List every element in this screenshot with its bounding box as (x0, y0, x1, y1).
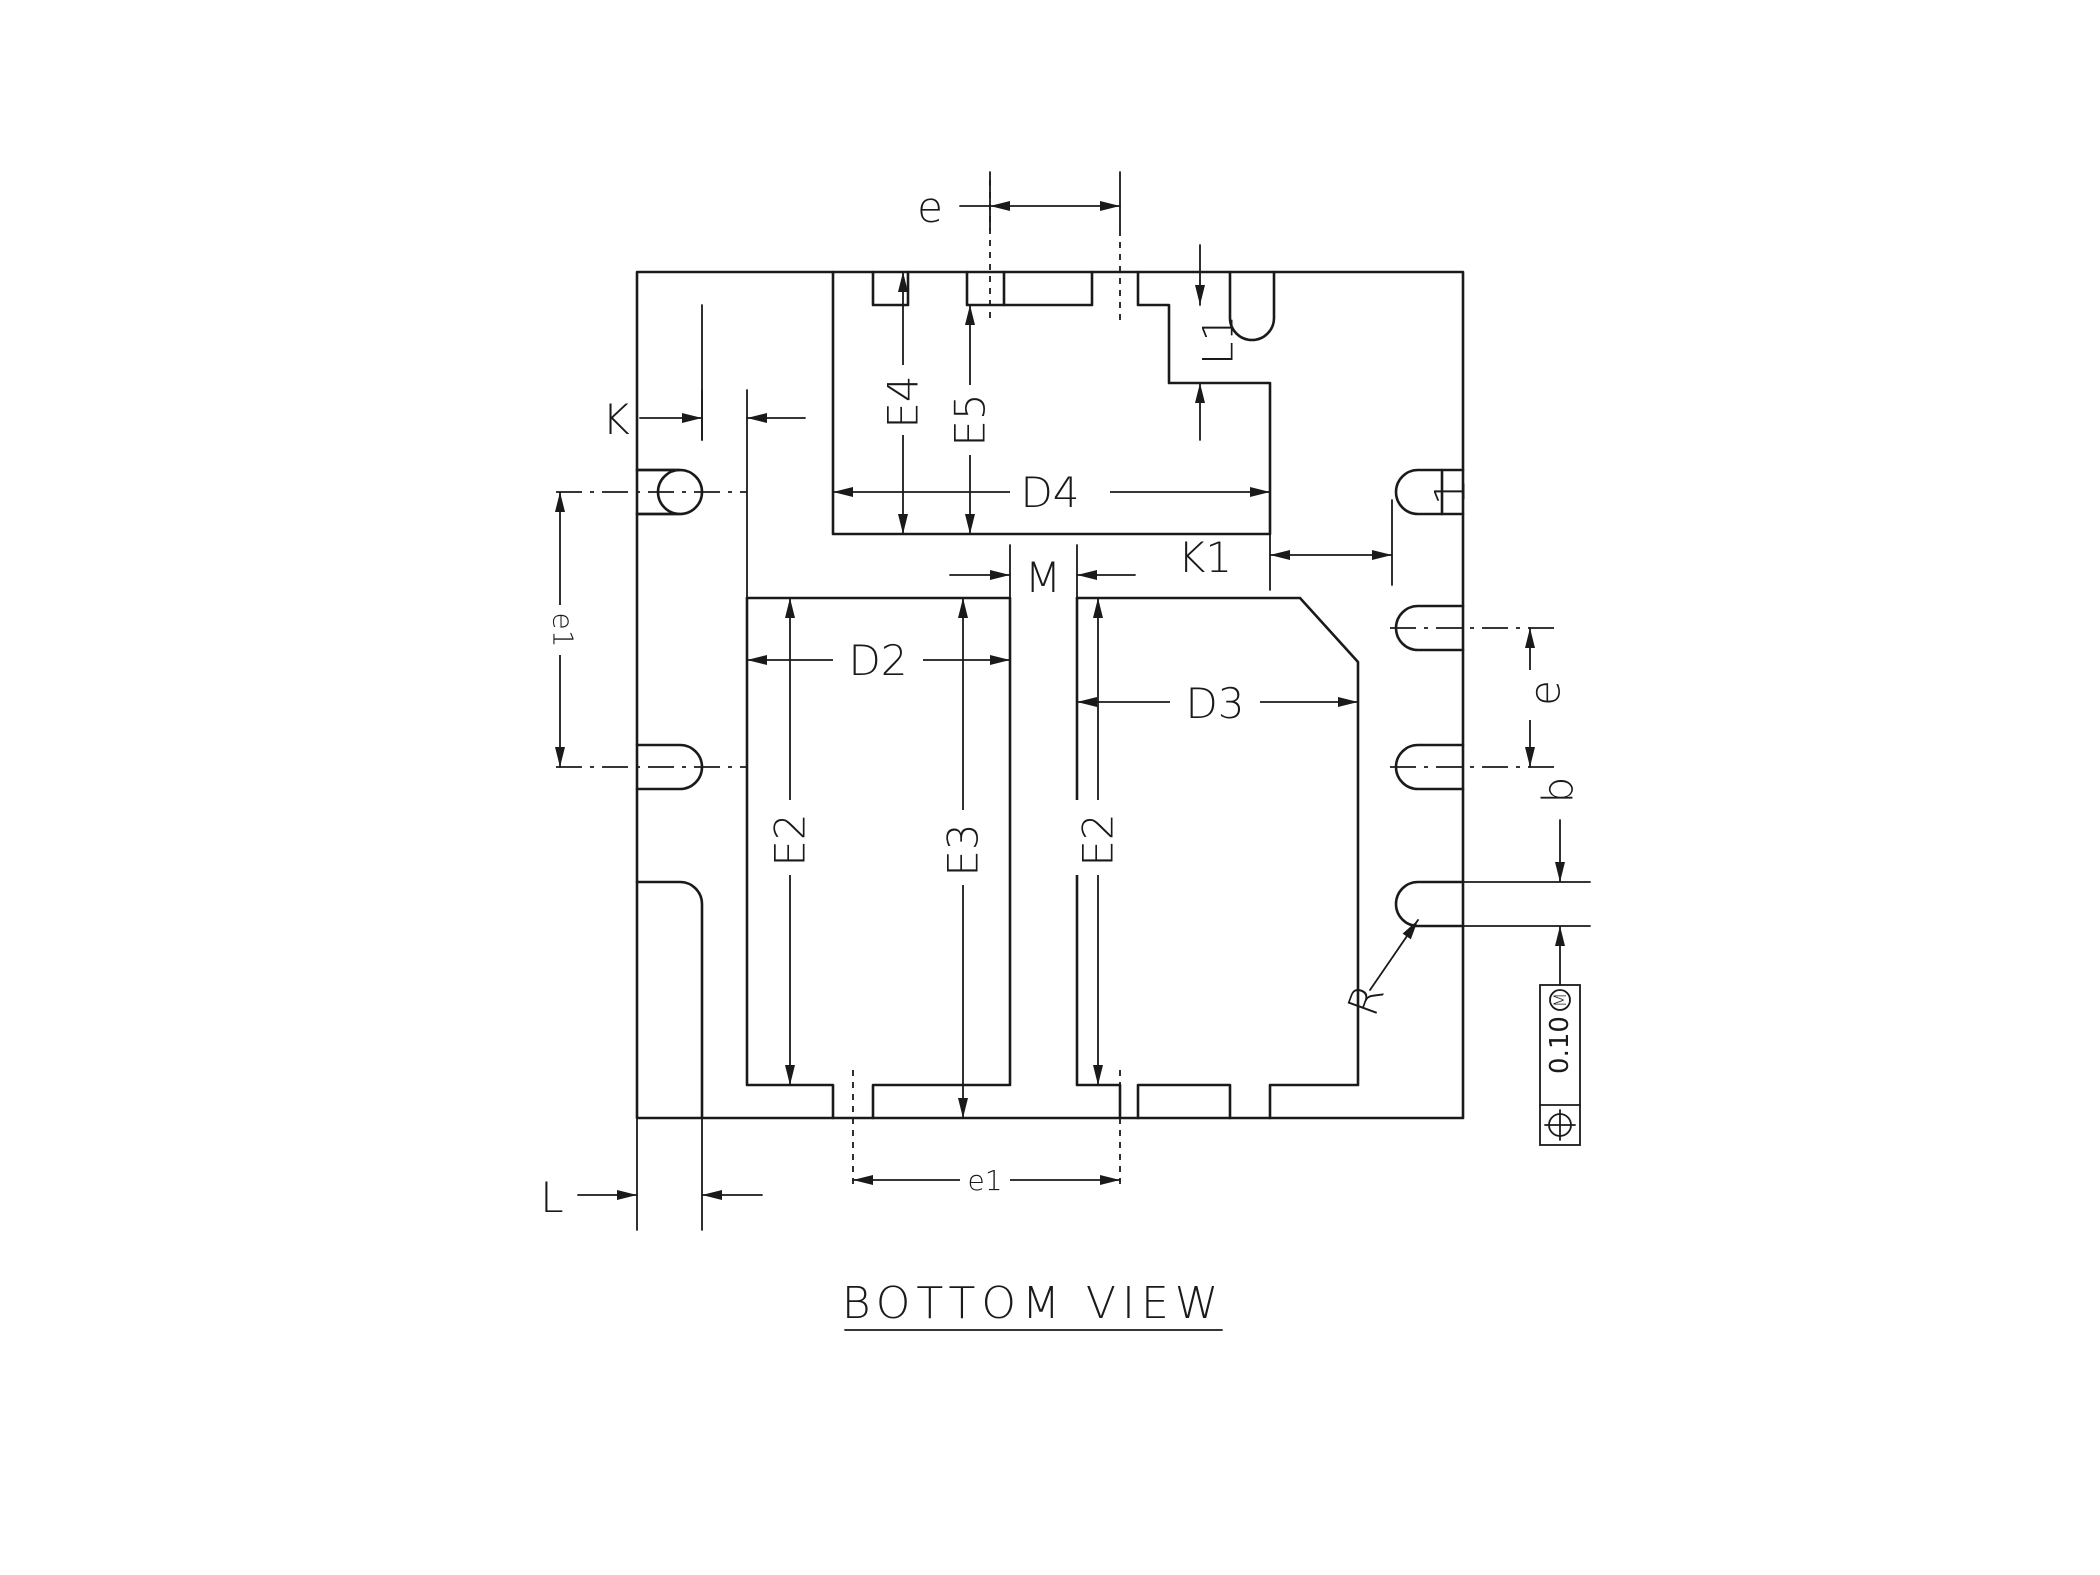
dim-e1-bottom: e1 (852, 1162, 1121, 1197)
top-right-slot (1228, 270, 1276, 342)
dim-e-top: e (917, 171, 1121, 232)
dim-r: R (1338, 919, 1419, 1022)
label-e4: E4 (879, 375, 928, 428)
dim-e5: E5 (946, 304, 995, 535)
dim-e2-right: E2 (1074, 597, 1123, 1086)
modifier-m-icon (1549, 989, 1571, 1011)
drawing-title: BOTTOM VIEW (842, 1278, 1225, 1329)
label-e5: E5 (946, 393, 995, 446)
label-e3: E3 (939, 823, 988, 876)
label-e-right: e (1521, 680, 1570, 706)
label-l: L (540, 1173, 563, 1222)
tolerance-modifier: M (1550, 993, 1570, 1008)
dim-e-right: e (1512, 627, 1570, 768)
dim-l: L (540, 1117, 763, 1231)
dim-b: b (1462, 777, 1591, 986)
label-d4: D4 (1020, 468, 1079, 517)
dim-e2-left: E2 (766, 597, 815, 1086)
dim-m: M (949, 544, 1136, 602)
dim-e4: E4 (879, 271, 928, 535)
title-group: BOTTOM VIEW (842, 1278, 1225, 1331)
label-b: b (1534, 777, 1583, 804)
pin1-marker: 1 (1426, 479, 1475, 506)
dim-e1-left: e1 (545, 491, 580, 768)
dim-d3: D3 (1076, 679, 1359, 728)
package-outline (635, 270, 1465, 1120)
dim-k1: K1 (1178, 499, 1393, 591)
dim-l1: L1 (1168, 244, 1243, 441)
label-m: M (1025, 553, 1061, 602)
label-k: K (602, 395, 630, 444)
label-e-top: e (917, 183, 943, 232)
dim-d2: D2 (746, 636, 1011, 685)
tolerance-value: 0.10 (1545, 1016, 1575, 1074)
pin1-marker-group: 1 (1426, 468, 1475, 516)
tolerance-frame: 0.10 M (1539, 984, 1581, 1146)
centerlines (556, 180, 1560, 1190)
label-d3: D3 (1185, 679, 1244, 728)
right-leads (1394, 468, 1465, 928)
label-k1: K1 (1178, 533, 1232, 582)
label-r: R (1338, 978, 1394, 1022)
dim-e3: E3 (939, 597, 988, 1119)
position-icon (1544, 1109, 1576, 1141)
dim-d4: D4 (832, 468, 1271, 517)
label-l1: L1 (1194, 315, 1243, 365)
label-e2-left: E2 (766, 813, 815, 866)
left-leads (635, 468, 704, 1120)
label-d2: D2 (848, 636, 907, 685)
dim-k: K (602, 389, 806, 444)
label-e1-left: e1 (547, 612, 580, 647)
label-e2-right: E2 (1074, 813, 1123, 866)
label-e1-bottom: e1 (967, 1164, 1002, 1197)
